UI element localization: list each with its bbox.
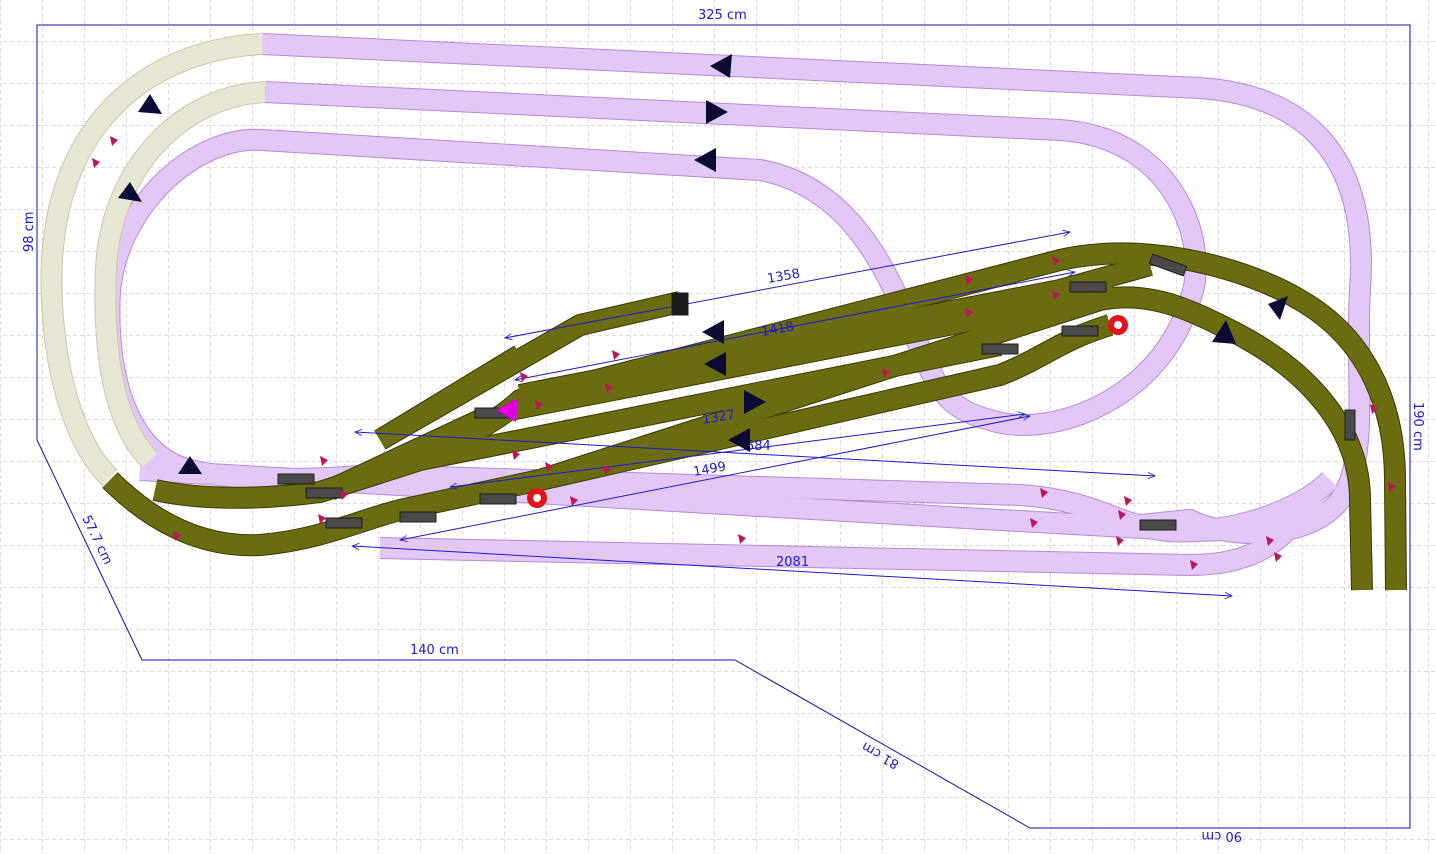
signal-marker-icon [1052,256,1060,266]
signal-marker-icon [1118,510,1126,520]
signal-marker-icon [340,490,348,500]
measurement-1499: 1499 [692,459,727,480]
direction-arrow-icon [178,456,202,474]
direction-arrow-icon [744,390,766,414]
rolling-stock-icon[interactable] [1061,325,1099,337]
measurement-2081: 2081 [776,555,809,570]
signal-marker-icon [738,534,746,544]
rolling-stock-icon[interactable] [1148,253,1188,277]
signal-marker-icon [1116,536,1124,546]
signal-markers [92,136,1396,570]
ramp-tracks[interactable] [40,33,266,486]
signal-marker-icon [1124,496,1132,506]
dim-right: 190 cm [1410,402,1425,451]
signal-marker-icon [965,308,973,318]
rolling-stock-icon[interactable] [1069,281,1107,293]
direction-arrow-icon [706,100,728,124]
baseboard-outline [36,24,1411,829]
stop-markers [527,315,1128,508]
signal-marker-icon [520,372,528,382]
rolling-stock-icon[interactable] [305,487,343,499]
signal-marker-icon [545,462,553,472]
rolling-stock-icon[interactable] [1344,409,1356,441]
direction-arrow-icon [704,352,726,376]
measurement-584: 584 [746,439,771,454]
direction-arrow-icon [138,94,162,114]
direction-arrow-icon [1268,296,1288,320]
signal-marker-icon [318,514,326,524]
signal-marker-icon [173,531,181,541]
buffer-stop-icon[interactable] [671,292,689,316]
direction-arrow-icon [710,54,732,78]
direction-arrow-icon [118,182,142,202]
signal-marker-icon [320,456,328,466]
rolling-stock-icon[interactable] [1139,519,1177,531]
signal-marker-icon [605,383,613,393]
rolling-stock-icon[interactable] [981,343,1019,355]
signal-marker-icon [570,496,578,506]
signal-marker-icon [110,136,118,146]
rolling-stock-icon[interactable] [325,517,363,529]
rolling-stock-icon[interactable] [399,511,437,523]
signal-marker-icon [882,368,890,378]
measurement-lines [352,232,1232,596]
signal-marker-icon [92,158,100,168]
signal-marker-icon [1040,488,1048,498]
direction-arrow-icon [694,148,716,172]
signal-marker-icon [1030,518,1038,528]
dim-top: 325 cm [698,8,747,23]
measurement-1418: 1418 [760,319,795,340]
direction-arrow-icon [1212,320,1236,344]
signal-marker-icon [1052,290,1060,300]
rolling-stock-icon[interactable] [479,493,517,505]
measurement-1327: 1327 [701,407,736,428]
dim-left: 98 cm [22,212,37,253]
signal-marker-icon [1266,536,1274,546]
signal-marker-icon [965,275,973,285]
signal-marker-icon [512,450,520,460]
measurement-1358: 1358 [766,266,801,287]
signal-marker-icon [1190,560,1198,570]
signal-marker-icon [603,465,611,475]
direction-arrow-icon [702,320,724,344]
signal-marker-icon [535,400,543,410]
dim-bottom-right: 90 cm [1202,828,1243,843]
rolling-stock[interactable] [277,253,1356,531]
direction-arrow-icon [728,428,750,452]
signal-marker-icon [1370,404,1378,414]
signal-marker-icon [612,350,620,360]
direction-arrow-icon [496,398,518,422]
direction-arrows [118,54,1288,474]
measurement-labels: 1358 1418 1327 584 1499 2081 [692,266,809,570]
signal-marker-icon [1274,552,1282,562]
dim-bottom: 140 cm [410,643,459,658]
signal-marker-icon [1388,482,1396,492]
rolling-stock-icon[interactable] [277,473,315,485]
